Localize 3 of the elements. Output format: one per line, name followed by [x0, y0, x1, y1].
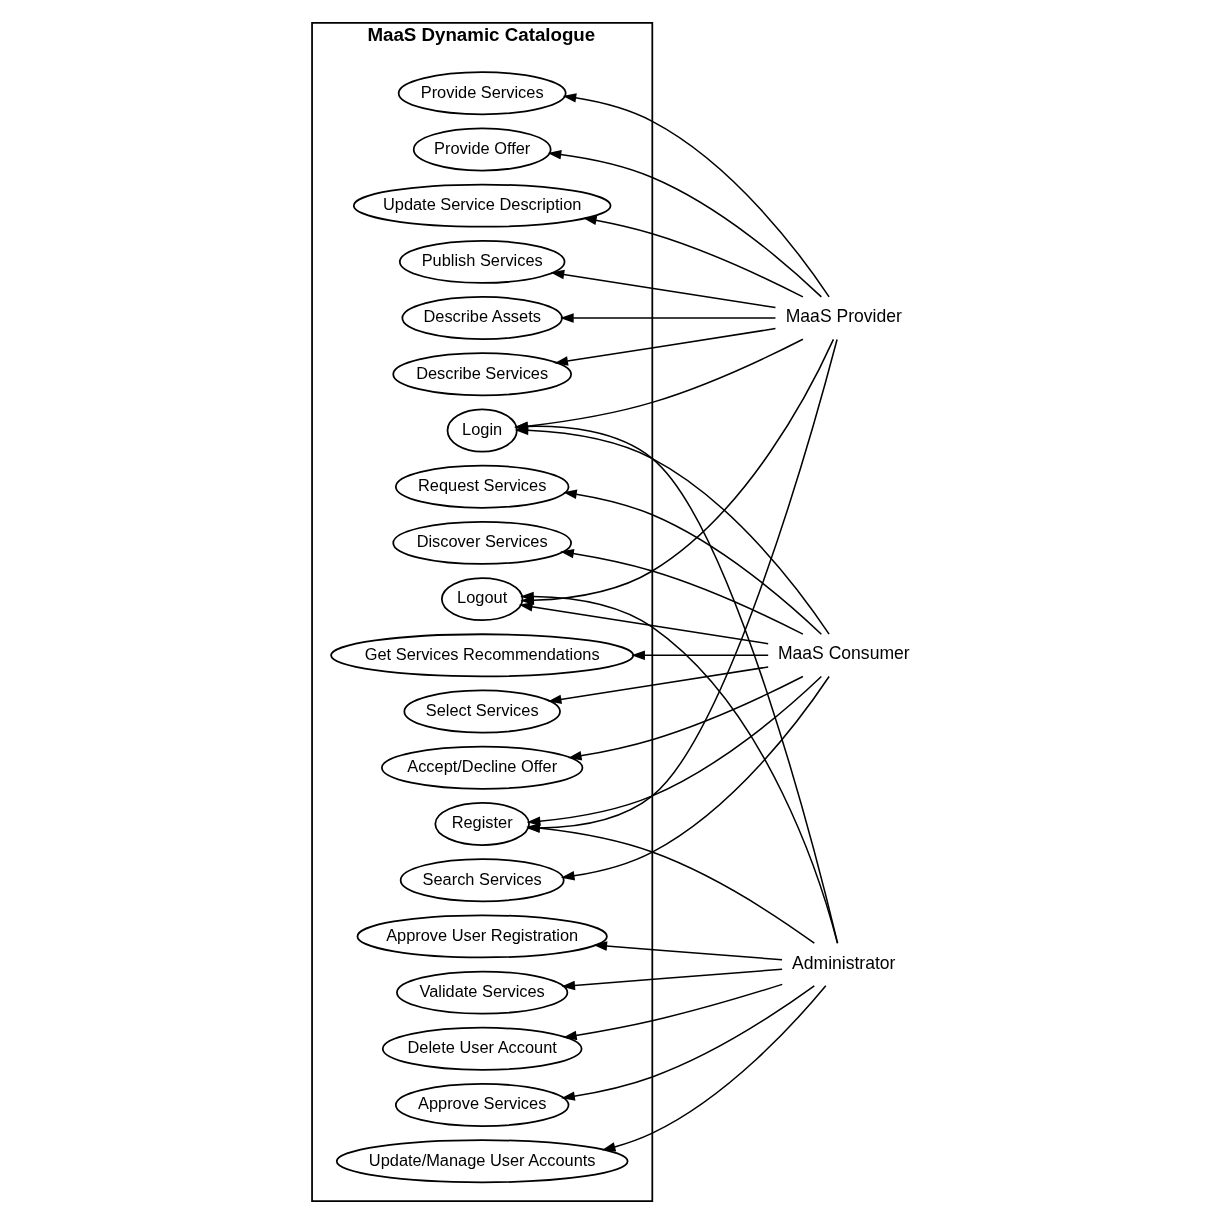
node-text: MaaS Provider	[785, 306, 902, 327]
node-text: Administrator	[792, 952, 896, 973]
node-text: MaaS Consumer	[777, 643, 910, 664]
